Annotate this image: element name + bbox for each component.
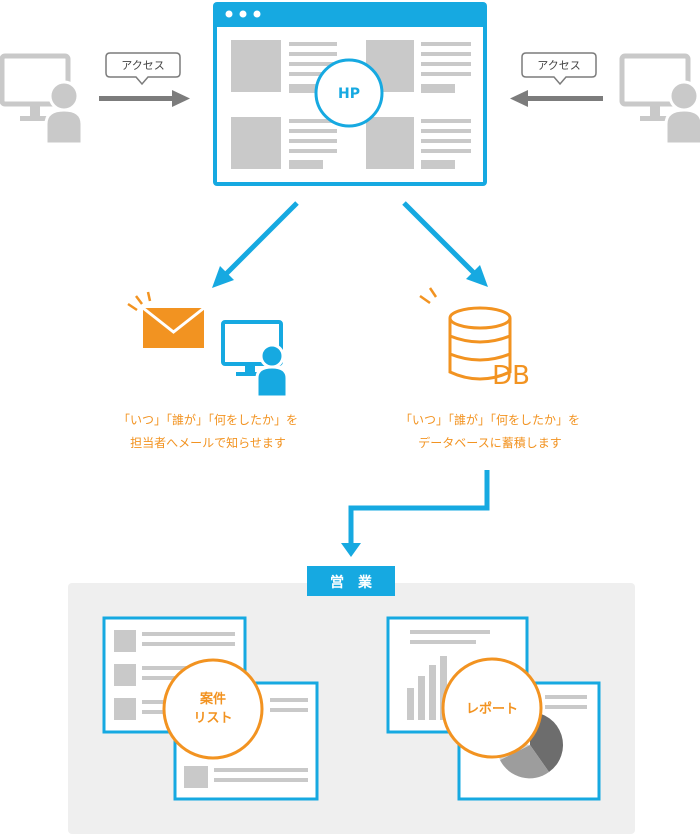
sales-panel: 営 業 案件 リスト <box>68 566 635 834</box>
sales-label: 営 業 <box>330 574 373 591</box>
access-bubble-right: アクセス <box>521 52 597 86</box>
sales-label-badge <box>307 566 395 596</box>
computer-user-icon <box>619 53 700 146</box>
left-visitor: アクセス <box>0 52 190 146</box>
report-label: レポート <box>466 701 518 717</box>
access-bubble-label: アクセス <box>537 59 580 72</box>
db-label: DB <box>492 361 530 391</box>
db-branch: DB 「いつ」「誰が」「何をしたか」を データベースに蓄積します <box>400 287 580 450</box>
mail-caption-line1: 「いつ」「誰が」「何をしたか」を <box>118 412 298 427</box>
access-arrow-right <box>510 90 603 107</box>
split-arrow-right <box>402 201 488 287</box>
right-visitor: アクセス <box>510 52 700 146</box>
report-card: レポート <box>386 616 601 801</box>
db-caption-line2: データベースに蓄積します <box>418 435 561 450</box>
case-list-label-line1: 案件 <box>199 691 226 707</box>
db-caption-line1: 「いつ」「誰が」「何をしたか」を <box>400 412 580 427</box>
case-list-card: 案件 リスト <box>102 616 319 801</box>
database-icon <box>419 287 512 381</box>
access-arrow-left <box>99 90 190 107</box>
staff-computer-icon <box>221 320 289 399</box>
hp-badge: HP <box>314 58 384 128</box>
mail-branch: 「いつ」「誰が」「何をしたか」を 担当者へメールで知らせます <box>118 291 298 450</box>
computer-user-icon <box>0 53 84 146</box>
split-arrow-left <box>212 201 299 288</box>
mail-envelope-icon <box>127 291 205 348</box>
hp-badge-label: HP <box>338 86 360 102</box>
db-to-sales-connector <box>341 470 490 557</box>
access-bubble-label: アクセス <box>121 59 164 72</box>
mail-caption-line2: 担当者へメールで知らせます <box>130 436 286 450</box>
website-window: HP <box>213 2 487 186</box>
case-list-label-line2: リスト <box>193 711 232 726</box>
access-bubble-left: アクセス <box>105 52 181 86</box>
